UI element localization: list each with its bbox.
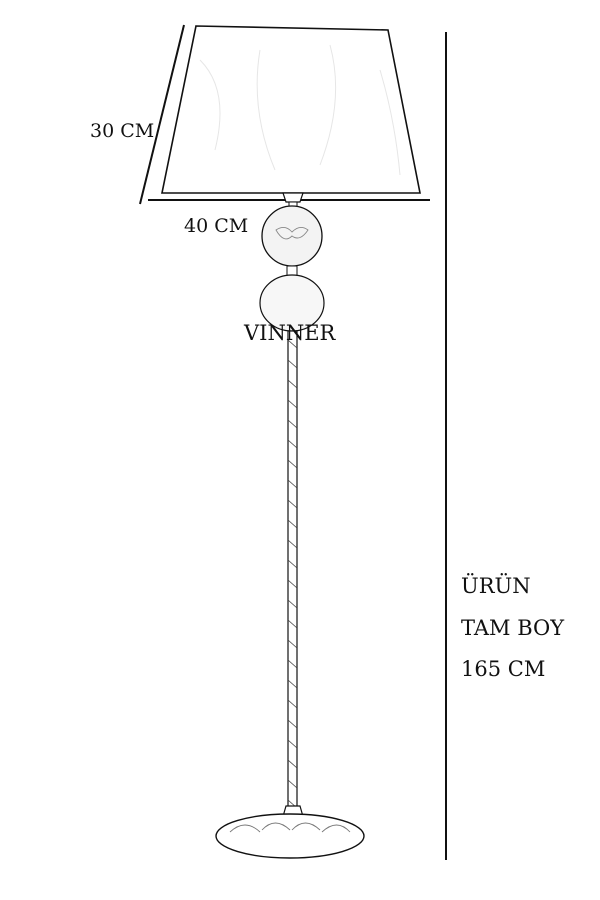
sphere-reflection (275, 227, 309, 240)
base-ornament (229, 822, 351, 833)
stem-twist-pattern (287, 339, 298, 809)
lamp-shade (161, 25, 421, 194)
total-height-label-line1: ÜRÜN (461, 573, 531, 598)
total-height-label-line2: TAM BOY (461, 616, 565, 640)
shade-texture (199, 44, 401, 176)
total-height-label-line3: 165 CM (461, 657, 545, 681)
shade-width-label: 40 CM (184, 215, 248, 237)
lamp-body (215, 192, 365, 859)
shade-height-label: 30 CM (90, 120, 154, 142)
shade-height-dimension-line (139, 24, 185, 205)
shade-outline (161, 25, 421, 194)
lamp-base (215, 813, 365, 859)
shade-holder (282, 192, 304, 203)
product-name-label: VINNER (243, 321, 337, 345)
